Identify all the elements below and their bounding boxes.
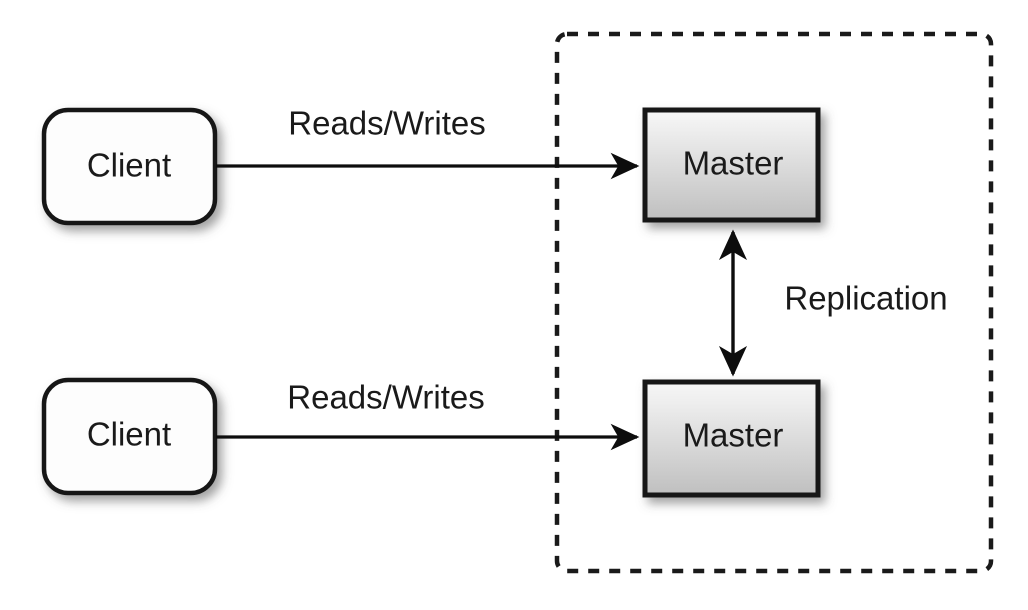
node-master-top[interactable]: Master: [642, 107, 821, 223]
master-bottom-shape: [642, 379, 821, 498]
edge-label-reads-writes-bottom: Reads/Writes: [287, 379, 484, 416]
node-master-bottom[interactable]: Master: [642, 379, 821, 498]
edge-label-reads-writes-top: Reads/Writes: [288, 105, 485, 142]
client-top-label: Client: [87, 147, 171, 184]
client-bottom-shape: [41, 377, 218, 496]
client-top-shape: [41, 107, 218, 226]
node-client-top[interactable]: Client: [41, 107, 218, 226]
edge-label-replication: Replication: [784, 280, 947, 317]
client-bottom-label: Client: [87, 416, 171, 453]
master-top-label: Master: [683, 145, 784, 182]
master-top-shape: [642, 107, 821, 223]
node-client-bottom[interactable]: Client: [41, 377, 218, 496]
master-bottom-label: Master: [683, 417, 784, 454]
